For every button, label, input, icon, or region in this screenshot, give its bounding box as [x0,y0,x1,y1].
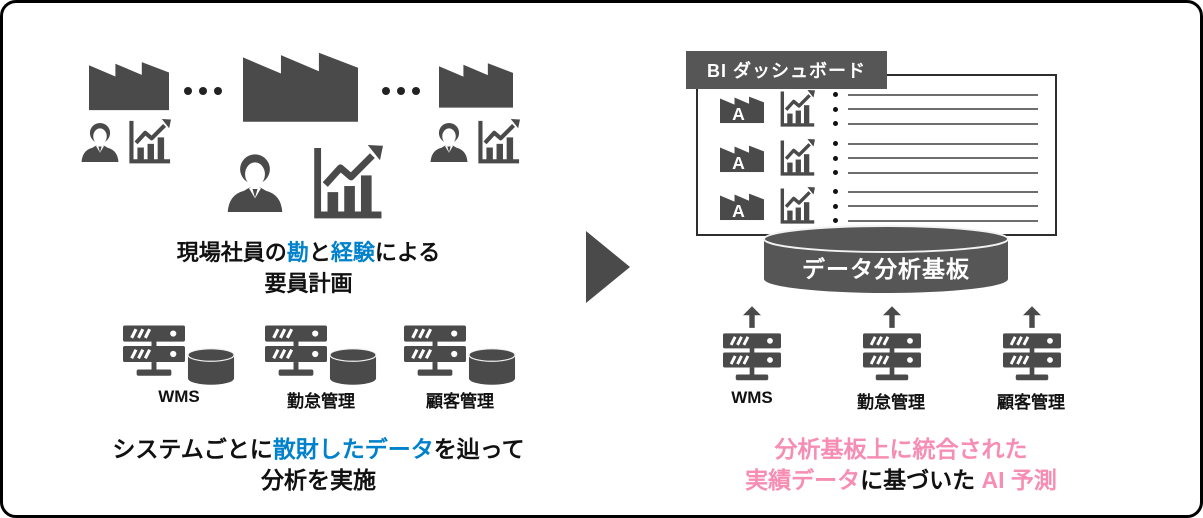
bullet-icon [833,155,838,161]
server-rack-icon [265,323,327,385]
server-rack-icon [863,333,921,387]
server-rack-icon [1003,333,1061,387]
placeholder-line [848,219,1038,222]
platform-label: データ分析基板 [802,256,970,282]
right-caption-line1: 分析基板上に統合された [774,436,1028,462]
placeholder-line [848,122,1038,125]
ellipsis-dots-icon [184,87,222,95]
bullet-icon [833,203,838,209]
right-caption-line2: 実績データに基づいた AI 予測 [745,467,1057,493]
list-item [833,189,1038,194]
server-rack-icon [123,323,185,385]
list-item [833,92,1038,97]
bullet-icon [833,170,838,175]
left-caption-manual-planning: 現場社員の勘と経験による 要員計画 [66,237,551,299]
list-item [833,106,1038,112]
bullet-icon [833,141,838,146]
factory-a-icon: A [720,92,764,124]
highlight-scattered-data: 散財したデータ [272,436,434,462]
database-cylinder-icon [468,348,516,386]
bullet-icon [833,218,838,223]
system-label-attendance: 勤怠管理 [857,393,925,412]
left-caption-line2: 要員計画 [264,271,353,296]
placeholder-line [848,142,1038,145]
bar-chart-trend-icon [777,187,815,225]
highlight-ai-forecast: AI 予測 [981,467,1057,493]
bi-dashboard-label: BI ダッシュボード [686,51,887,89]
bullet-icon [833,121,838,126]
list-item [833,218,1038,223]
dashboard-row: A [698,90,1055,128]
system-label-wms: WMS [731,388,773,407]
up-arrow-icon [883,306,901,330]
up-arrow-icon [1023,306,1041,330]
list-item [833,203,1038,209]
factory-letter: A [732,153,745,173]
right-triangle-arrow-icon [586,231,630,303]
bar-chart-trend-icon [777,139,815,177]
list-item [833,155,1038,161]
left-caption2-line2: 分析を実施 [261,467,376,493]
ellipsis-dots-icon [382,87,420,95]
system-label-customer: 顧客管理 [426,392,494,411]
list-item [833,121,1038,126]
factory-letter: A [732,104,745,124]
data-platform-cylinder: データ分析基板 [762,223,1010,295]
placeholder-line [848,108,1038,110]
worker-icon [428,117,470,165]
bar-chart-trend-icon [777,90,815,128]
worker-icon [224,142,286,220]
bullet-icon [833,189,838,194]
dashboard-row: A [698,139,1055,177]
right-caption-ai-forecast: 分析基板上に統合された 実績データに基づいた AI 予測 [691,434,1111,496]
dashboard-line-list [833,92,1038,126]
placeholder-line [848,157,1038,159]
server-rack-icon [404,323,466,385]
bar-chart-trend-icon [125,119,171,165]
bi-dashboard-panel: A A A [696,74,1057,236]
factory-letter: A [732,201,745,221]
bullet-icon [833,106,838,112]
factory-a-icon: A [720,141,764,173]
highlight-actual-data: 実績データ [745,467,861,493]
list-item [833,170,1038,175]
list-item [833,141,1038,146]
bullet-icon [833,92,838,97]
bar-chart-trend-icon [307,145,383,221]
factory-icon [439,59,513,109]
placeholder-line [848,93,1038,96]
cylinder-icon [763,225,1009,293]
left-caption-scattered-data: システムごとに散財したデータを辿って 分析を実施 [66,434,571,496]
placeholder-line [848,171,1038,174]
dashboard-line-list [833,141,1038,175]
highlight-intuition: 勘 [286,240,309,265]
factory-icon [89,58,169,111]
server-rack-icon [723,333,781,387]
up-arrow-icon [743,306,761,330]
database-cylinder-icon [329,348,377,386]
system-label-attendance: 勤怠管理 [287,392,355,411]
placeholder-line [848,205,1038,207]
left-caption-line1: 現場社員の勘と経験による [176,240,441,265]
factory-a-icon: A [720,189,764,221]
system-label-customer: 顧客管理 [997,393,1065,412]
highlight-experience: 経験 [330,240,375,265]
placeholder-line [848,190,1038,193]
left-caption2-line1: システムごとに散財したデータを辿って [112,436,525,462]
dashboard-row: A [698,187,1055,225]
worker-icon [79,117,121,165]
database-cylinder-icon [187,348,235,386]
bar-chart-trend-icon [474,119,520,165]
factory-icon [243,40,358,130]
dashboard-line-list [833,189,1038,223]
system-label-wms: WMS [158,387,200,406]
